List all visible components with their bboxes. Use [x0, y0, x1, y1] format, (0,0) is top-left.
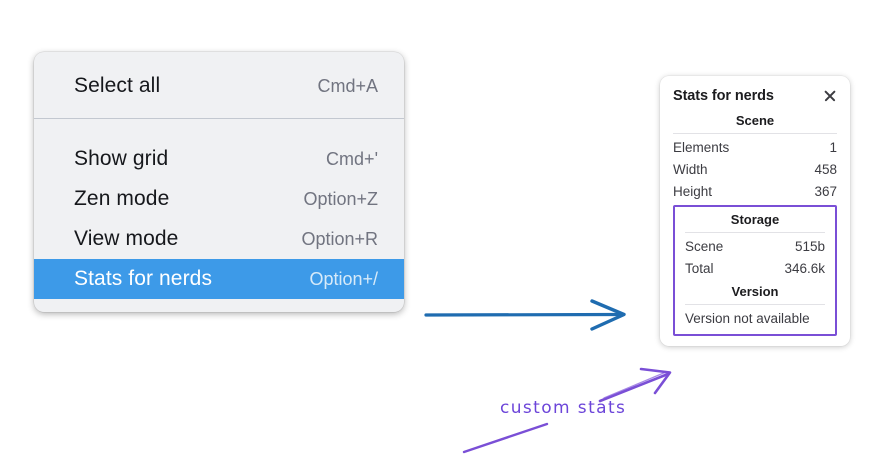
menu-item-stats-for-nerds[interactable]: Stats for nerds Option+/ — [34, 259, 404, 299]
menu-item-label: Zen mode — [74, 187, 170, 210]
divider — [673, 133, 837, 134]
stat-row-storage-total: Total 346.6k — [685, 257, 825, 279]
context-menu-group-1: Select all Cmd+A — [34, 52, 404, 118]
stat-key: Width — [673, 161, 708, 177]
menu-item-label: Select all — [74, 74, 161, 97]
version-text: Version not available — [685, 311, 810, 326]
context-menu-group-2: Show grid Cmd+' Zen mode Option+Z View m… — [34, 119, 404, 299]
menu-item-label: Show grid — [74, 147, 169, 170]
stats-panel-header: Stats for nerds — [660, 76, 850, 108]
menu-item-label: View mode — [74, 227, 179, 250]
storage-section-heading: Storage — [730, 212, 780, 227]
blue-pointer-arrow — [424, 299, 626, 331]
stat-row-width: Width 458 — [673, 158, 837, 180]
divider — [685, 304, 825, 305]
purple-underline-stroke — [462, 422, 549, 454]
scene-section-heading: Scene — [735, 113, 775, 128]
stat-key: Scene — [685, 238, 724, 254]
menu-item-select-all[interactable]: Select all Cmd+A — [34, 66, 404, 106]
stats-panel-bottom-padding — [673, 340, 837, 346]
stat-key: Total — [685, 260, 714, 276]
version-section-heading: Version — [731, 284, 779, 299]
menu-item-label: Stats for nerds — [74, 267, 213, 290]
context-menu: Select all Cmd+A Show grid Cmd+' Zen mod… — [34, 52, 404, 312]
stat-row-height: Height 367 — [673, 180, 837, 202]
menu-footer-padding — [34, 299, 404, 312]
stat-value: 346.6k — [784, 260, 825, 276]
custom-stats-label: custom stats — [500, 398, 626, 418]
menu-item-zen-mode[interactable]: Zen mode Option+Z — [34, 179, 404, 219]
stat-value: 1 — [829, 139, 837, 155]
stat-value: 515b — [794, 238, 825, 254]
stats-panel-body: Scene Elements 1 Width 458 Height 367 St… — [660, 108, 850, 346]
menu-item-shortcut: Option+Z — [303, 188, 378, 209]
menu-item-show-grid[interactable]: Show grid Cmd+' — [34, 139, 404, 179]
divider — [685, 232, 825, 233]
stats-panel-title: Stats for nerds — [673, 88, 774, 104]
menu-item-shortcut: Cmd+A — [317, 75, 378, 96]
stat-value: 367 — [814, 183, 837, 199]
menu-separator — [34, 118, 404, 119]
close-icon[interactable] — [822, 88, 838, 104]
stat-row-elements: Elements 1 — [673, 136, 837, 158]
stat-key: Elements — [673, 139, 730, 155]
menu-item-shortcut: Option+/ — [309, 268, 378, 289]
stat-row-storage-scene: Scene 515b — [685, 235, 825, 257]
menu-item-shortcut: Cmd+' — [326, 148, 378, 169]
purple-pointer-arrow — [598, 367, 672, 403]
menu-item-shortcut: Option+R — [301, 228, 378, 249]
stat-key: Height — [673, 183, 713, 199]
custom-stats-highlight-box: Storage Scene 515b Total 346.6k Version … — [673, 205, 837, 336]
menu-item-view-mode[interactable]: View mode Option+R — [34, 219, 404, 259]
stats-for-nerds-panel: Stats for nerds Scene Elements 1 Width 4… — [660, 76, 850, 346]
stat-value: 458 — [814, 161, 837, 177]
